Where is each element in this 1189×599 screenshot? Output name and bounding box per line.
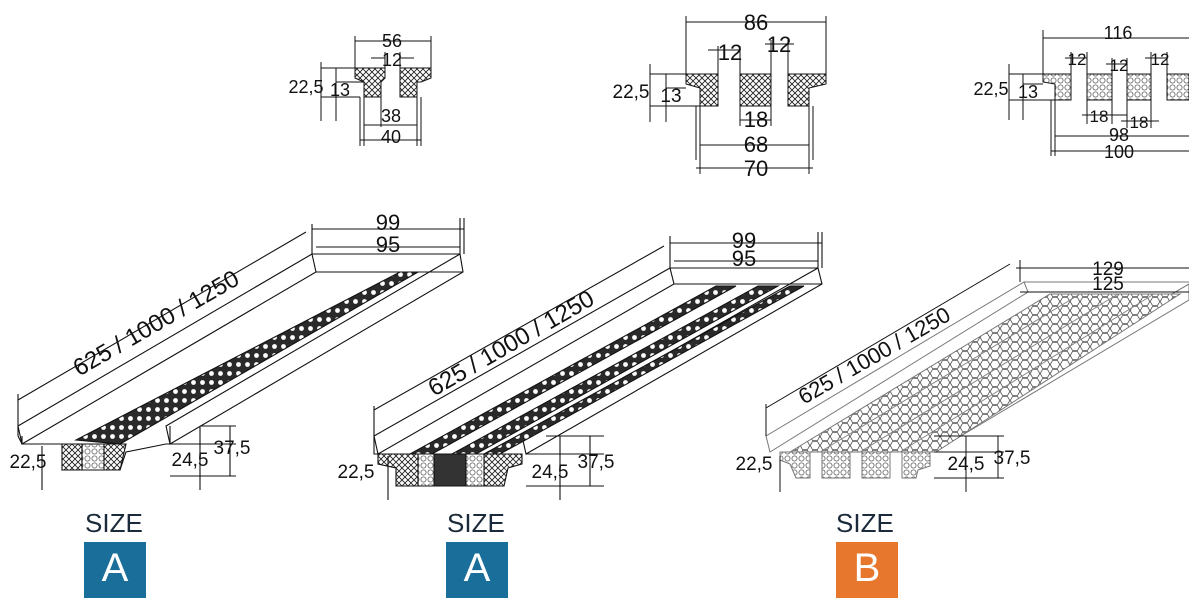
dim-width-top: 116: [1104, 23, 1133, 43]
dim-slot: 12: [382, 50, 402, 70]
dim-height-left: 22,5: [973, 79, 1008, 99]
dim-width-top: 56: [382, 31, 402, 51]
dim-height-left: 22,5: [338, 462, 375, 483]
dim-height-left: 22,5: [736, 454, 773, 475]
dim-slot-right: 12: [767, 32, 791, 57]
dim-height-left: 22,5: [613, 82, 650, 103]
dim-height-total: 37,5: [214, 438, 251, 459]
dim-height-inner: 24,5: [172, 450, 209, 471]
dim-slot-2: 12: [1110, 56, 1129, 75]
dim-width-top: 86: [744, 10, 768, 35]
dim-block-1: 18: [1090, 107, 1109, 126]
size-badge-2: A: [446, 542, 508, 598]
dim-height-inner: 13: [330, 80, 350, 100]
dim-inner-bottom: 68: [744, 132, 768, 157]
dim-inner-bottom: 98: [1109, 125, 1129, 145]
dim-inner-width: 95: [732, 246, 756, 271]
dim-height-inner: 13: [660, 86, 681, 107]
iso-profile-1: [17, 218, 465, 490]
dim-height-total: 37,5: [994, 448, 1031, 469]
dim-height-total: 37,5: [578, 452, 615, 473]
section-profile-1: [320, 36, 432, 146]
iso-profile-3: [765, 260, 1189, 492]
dim-center-block: 18: [744, 107, 768, 132]
dim-height-left: 22,5: [10, 452, 47, 473]
dim-outer-width: 129: [1092, 259, 1124, 280]
size-label-1: SIZE: [85, 508, 143, 538]
dim-height-inner: 24,5: [532, 462, 569, 483]
dim-slot-1: 12: [1068, 50, 1087, 69]
dim-height-left: 22,5: [288, 77, 323, 97]
size-badge-1: A: [84, 542, 146, 598]
dim-block-2: 18: [1130, 113, 1149, 132]
dim-slot-3: 12: [1151, 50, 1170, 69]
dim-inner-width: 95: [376, 232, 400, 257]
dim-inner-width: 125: [1092, 274, 1124, 295]
size-label-2: SIZE: [447, 508, 505, 538]
dim-outer-bottom: 100: [1104, 142, 1134, 162]
size-badge-3: B: [836, 542, 898, 598]
section-profile-2: [649, 16, 827, 174]
dim-outer-width: 99: [376, 210, 400, 235]
iso-profile-2: [373, 232, 823, 500]
section-profile-3: [1008, 30, 1189, 156]
dim-outer-width: 99: [732, 228, 756, 253]
dim-height-inner: 13: [1018, 82, 1038, 102]
dim-length: 625 / 1000 / 1250: [424, 285, 599, 402]
dim-outer-bottom: 70: [744, 156, 768, 181]
size-label-3: SIZE: [836, 508, 894, 538]
dim-inner-bottom: 38: [381, 106, 401, 126]
dim-slot-left: 12: [718, 40, 742, 65]
dim-outer-bottom: 40: [381, 127, 401, 147]
dim-height-inner: 24,5: [948, 454, 985, 475]
